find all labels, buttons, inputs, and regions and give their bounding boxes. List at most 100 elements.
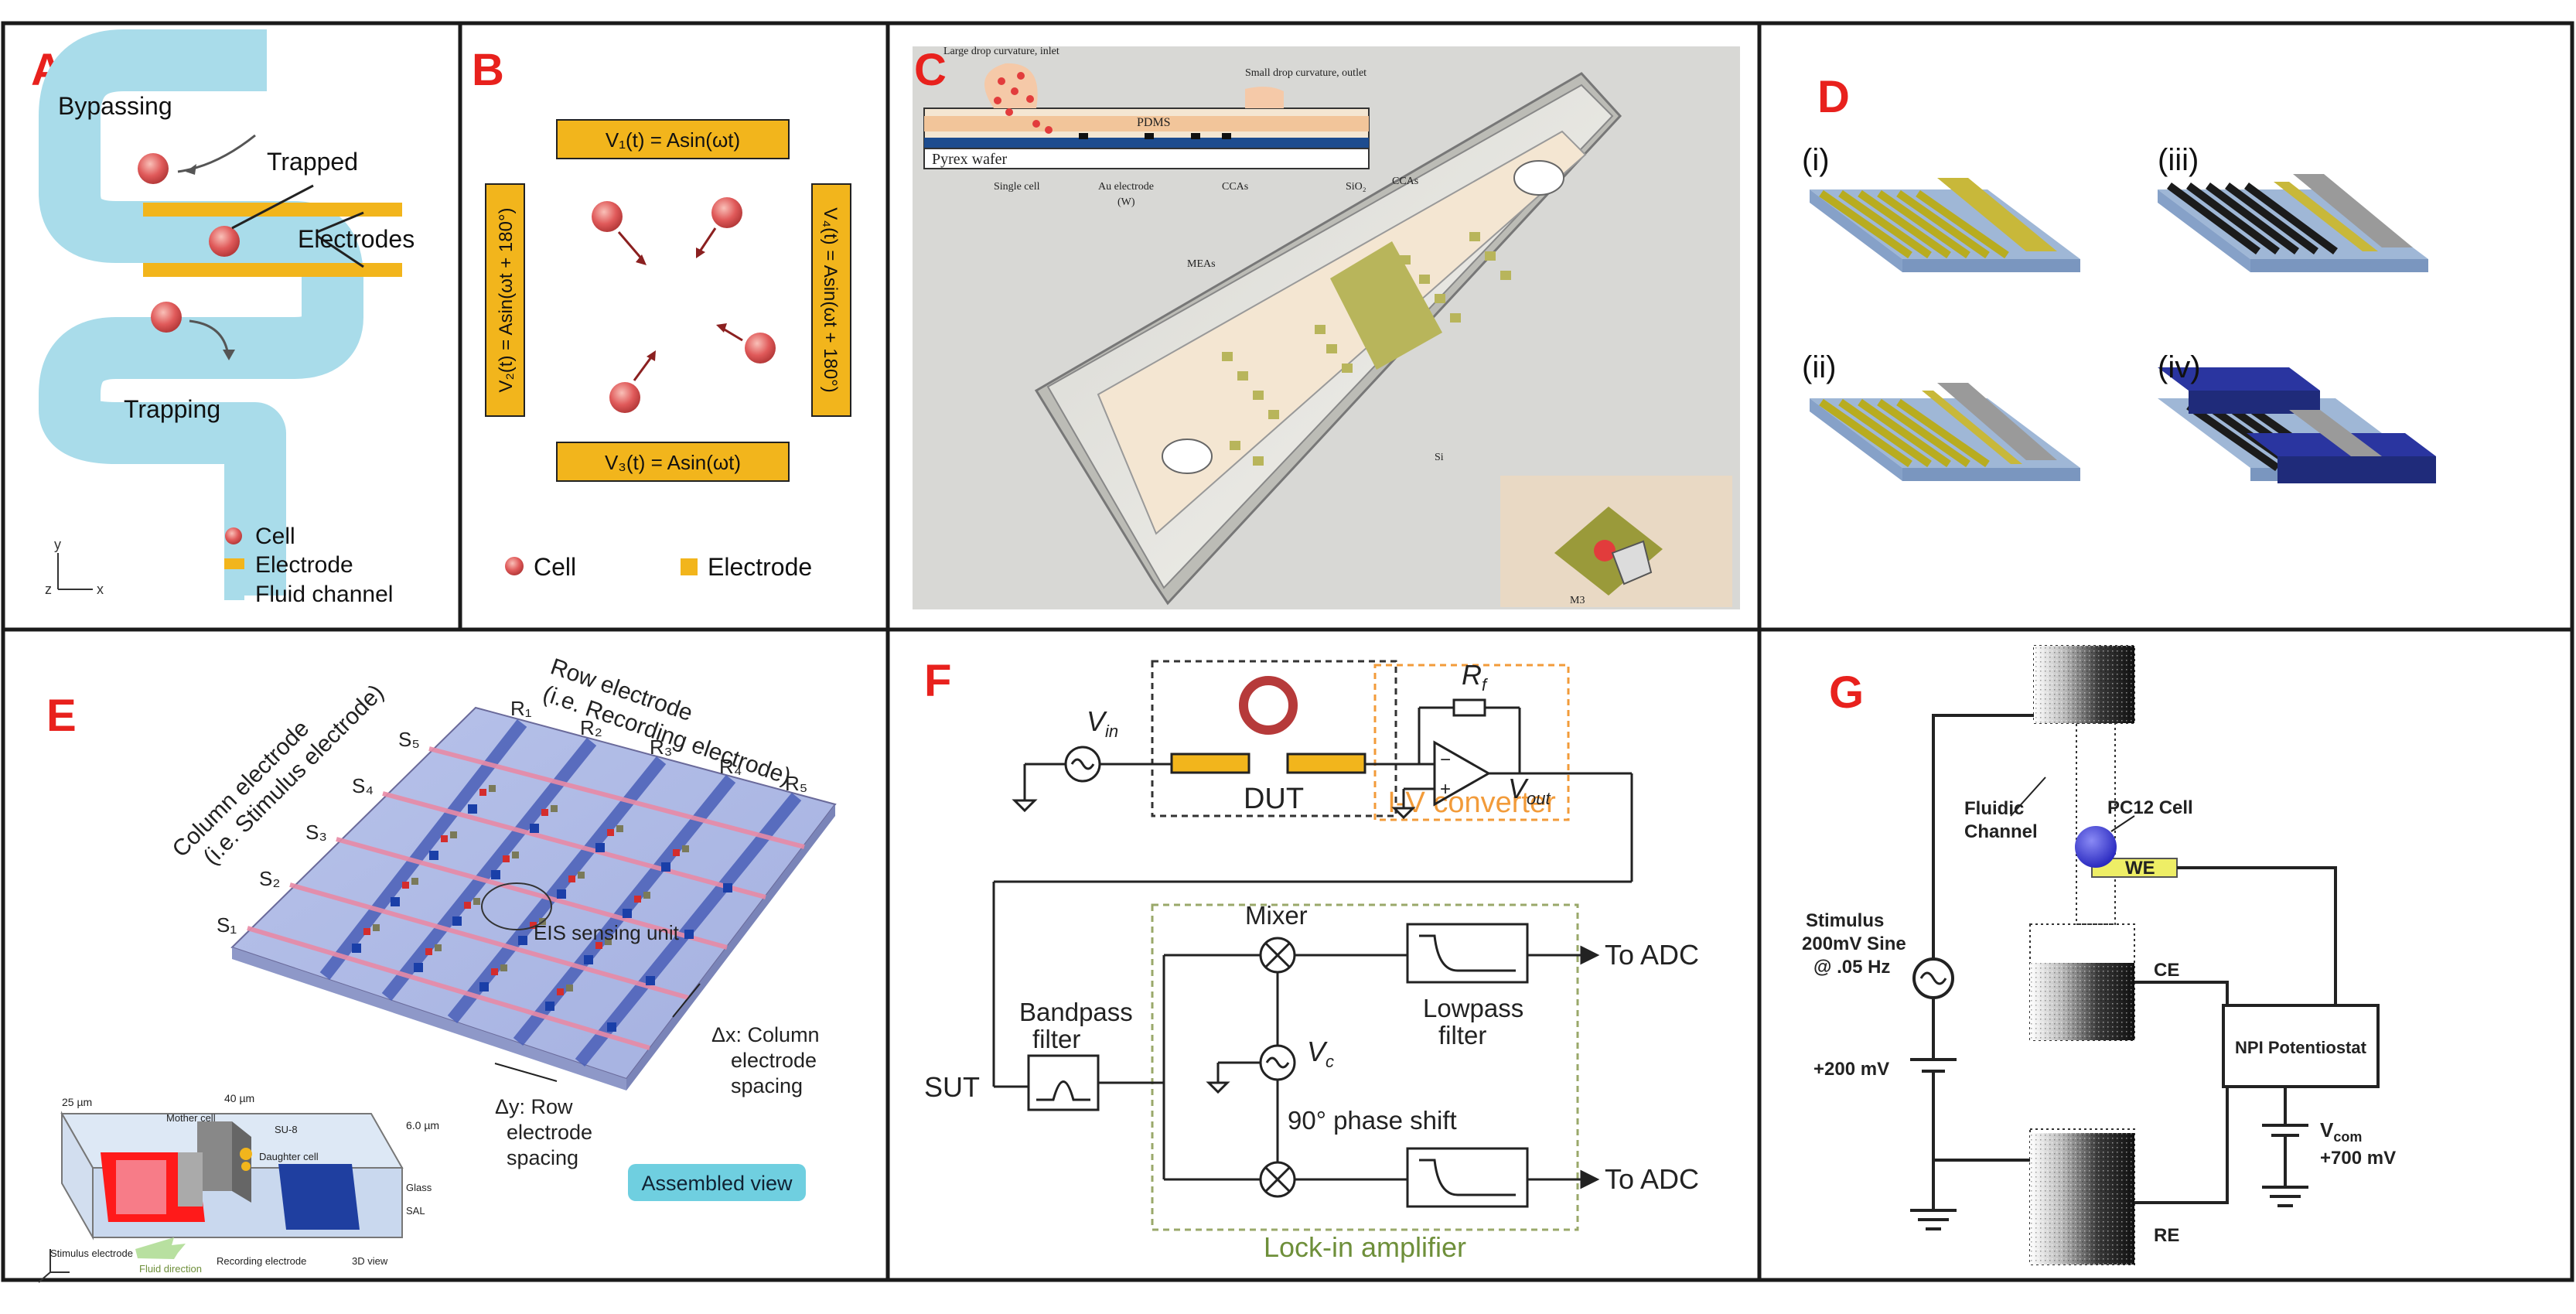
electrode-v4 xyxy=(811,183,851,417)
label-sal: SAL xyxy=(406,1205,425,1217)
cell-b3 xyxy=(745,333,776,363)
label-dim-40: 40 µm xyxy=(224,1092,254,1104)
photo-probe xyxy=(1611,540,1653,585)
arrow-b3 xyxy=(722,327,743,342)
panel-d: D xyxy=(1802,72,2436,483)
label-re: RE xyxy=(2154,1225,2179,1246)
cross-section-electrodes xyxy=(1079,133,1231,139)
row-label-1: R₁ xyxy=(510,697,532,720)
lowpass-2-box xyxy=(1406,1147,1529,1208)
electrode-v2 xyxy=(485,183,525,417)
label-dx-2: electrode xyxy=(731,1049,817,1072)
axis-y-label: y xyxy=(54,537,61,552)
label-large-drop: Large drop curvature, inlet xyxy=(943,46,1059,57)
label-pdms: PDMS xyxy=(1137,116,1171,129)
device-i xyxy=(1810,178,2080,272)
axis-z-label: z xyxy=(45,582,52,597)
device-ii xyxy=(1810,383,2080,481)
device-iv xyxy=(2158,367,2436,483)
electrode-v1 xyxy=(556,119,790,159)
inset-3d xyxy=(60,1111,404,1259)
lowpass-1-box xyxy=(1406,923,1529,984)
label-dy-1: Δy: Row xyxy=(495,1095,573,1118)
electrodes-leader-1 xyxy=(316,211,364,234)
label-stim-2: 200mV Sine xyxy=(1802,933,1906,954)
legend-b-cell-swatch xyxy=(505,557,524,575)
arrowhead-b2 xyxy=(696,247,705,258)
panel-e: E xyxy=(38,654,837,1283)
panel-letter-f: F xyxy=(924,656,951,706)
chip-port-left xyxy=(1162,439,1213,474)
panel-g: G WE PC12 Cell Fluidic Channel xyxy=(1802,645,2396,1265)
label-small-drop: Small drop curvature, outlet xyxy=(1245,67,1366,79)
legend-cell-swatch xyxy=(225,527,242,544)
label-vout: Vout xyxy=(1508,773,1551,808)
cell-b1 xyxy=(592,201,623,232)
stimulus-sine xyxy=(1919,971,1947,985)
sensor-plate-edge xyxy=(232,947,626,1090)
dut-cell xyxy=(1239,676,1298,735)
arrowhead-b1 xyxy=(636,254,647,265)
electrode-bottom xyxy=(143,263,402,277)
label-stimulus-el: Stimulus electrode xyxy=(50,1247,133,1259)
label-view3d: 3D view xyxy=(352,1255,388,1267)
mixer-2-x2 xyxy=(1264,1166,1291,1193)
legend-electrode-label: Electrode xyxy=(255,552,353,578)
panel-f: F DUT I-V converter Vin − + Rf Vout xyxy=(924,656,1699,1263)
arrow-b2 xyxy=(698,227,717,252)
panel-letter-c: C xyxy=(914,45,947,95)
label-dim-25: 25 µm xyxy=(62,1096,92,1108)
axis-x-label: x xyxy=(97,582,104,597)
pc12-leader xyxy=(2110,815,2135,832)
fluid-channel xyxy=(39,29,363,596)
label-pyrex: Pyrex wafer xyxy=(932,151,1008,168)
label-v4: V₄(t) = Asin(ωt + 180°) xyxy=(820,207,841,393)
cross-section-substrate xyxy=(924,138,1369,148)
vin-sine xyxy=(1070,758,1095,770)
label-daughter: Daughter cell xyxy=(259,1151,319,1162)
arrowhead-b3 xyxy=(716,323,727,333)
panel-c: C Large drop curvature, inlet S xyxy=(913,45,1740,609)
fluidic-leader xyxy=(2010,776,2046,817)
label-recording-el: Recording electrode xyxy=(217,1255,306,1267)
label-phase: 90° phase shift xyxy=(1288,1106,1457,1135)
label-lowpass-1: Lowpass xyxy=(1423,994,1523,1022)
dx-marker xyxy=(672,983,701,1018)
lowpass-2-curve xyxy=(1419,1159,1516,1196)
label-vc: Vc xyxy=(1307,1036,1334,1071)
label-eis: EIS sensing unit xyxy=(534,921,680,944)
dut-electrode-left xyxy=(1170,753,1250,774)
label-pc12: PC12 Cell xyxy=(2107,797,2193,818)
label-we: WE xyxy=(2125,858,2155,879)
ground-vin xyxy=(1012,799,1038,813)
chip-port-right xyxy=(1513,160,1564,196)
label-trapped: Trapped xyxy=(267,148,358,176)
label-lockin: Lock-in amplifier xyxy=(1264,1231,1466,1263)
cell-trapped xyxy=(209,226,240,257)
label-lowpass-2: filter xyxy=(1438,1021,1486,1049)
lowpass-1-curve xyxy=(1419,934,1516,972)
dut-electrode-right xyxy=(1286,753,1366,774)
dy-marker xyxy=(494,1063,558,1082)
row-labels: R₁ R₂ R₃ R₄ R₅ xyxy=(510,697,807,795)
label-si: Si xyxy=(1435,452,1444,463)
bypass-arrow xyxy=(177,134,256,173)
arrow-b1 xyxy=(617,231,643,260)
legend-b-electrode-swatch xyxy=(681,558,698,575)
label-bandpass-1: Bandpass xyxy=(1019,998,1133,1026)
label-rf: Rf xyxy=(1462,659,1489,695)
opamp xyxy=(1433,740,1492,807)
bandpass-curve xyxy=(1036,1080,1090,1101)
stim-label-1: S₁ xyxy=(217,913,237,937)
arrow-adc-2 xyxy=(1580,1169,1600,1189)
arrowhead-b4 xyxy=(647,350,656,361)
label-d-ii: (ii) xyxy=(1802,350,1836,384)
label-plus700: +700 mV xyxy=(2320,1148,2396,1169)
label-stim-3: @ .05 Hz xyxy=(1813,957,1890,978)
label-ccas-top: CCAs xyxy=(1392,176,1418,187)
npi-potentiostat xyxy=(2222,1004,2380,1088)
reservoir-re-texture xyxy=(2030,1133,2134,1265)
label-dx-1: Δx: Column xyxy=(711,1023,820,1046)
label-vin: Vin xyxy=(1087,705,1118,741)
stim-label-3: S₃ xyxy=(305,821,327,844)
